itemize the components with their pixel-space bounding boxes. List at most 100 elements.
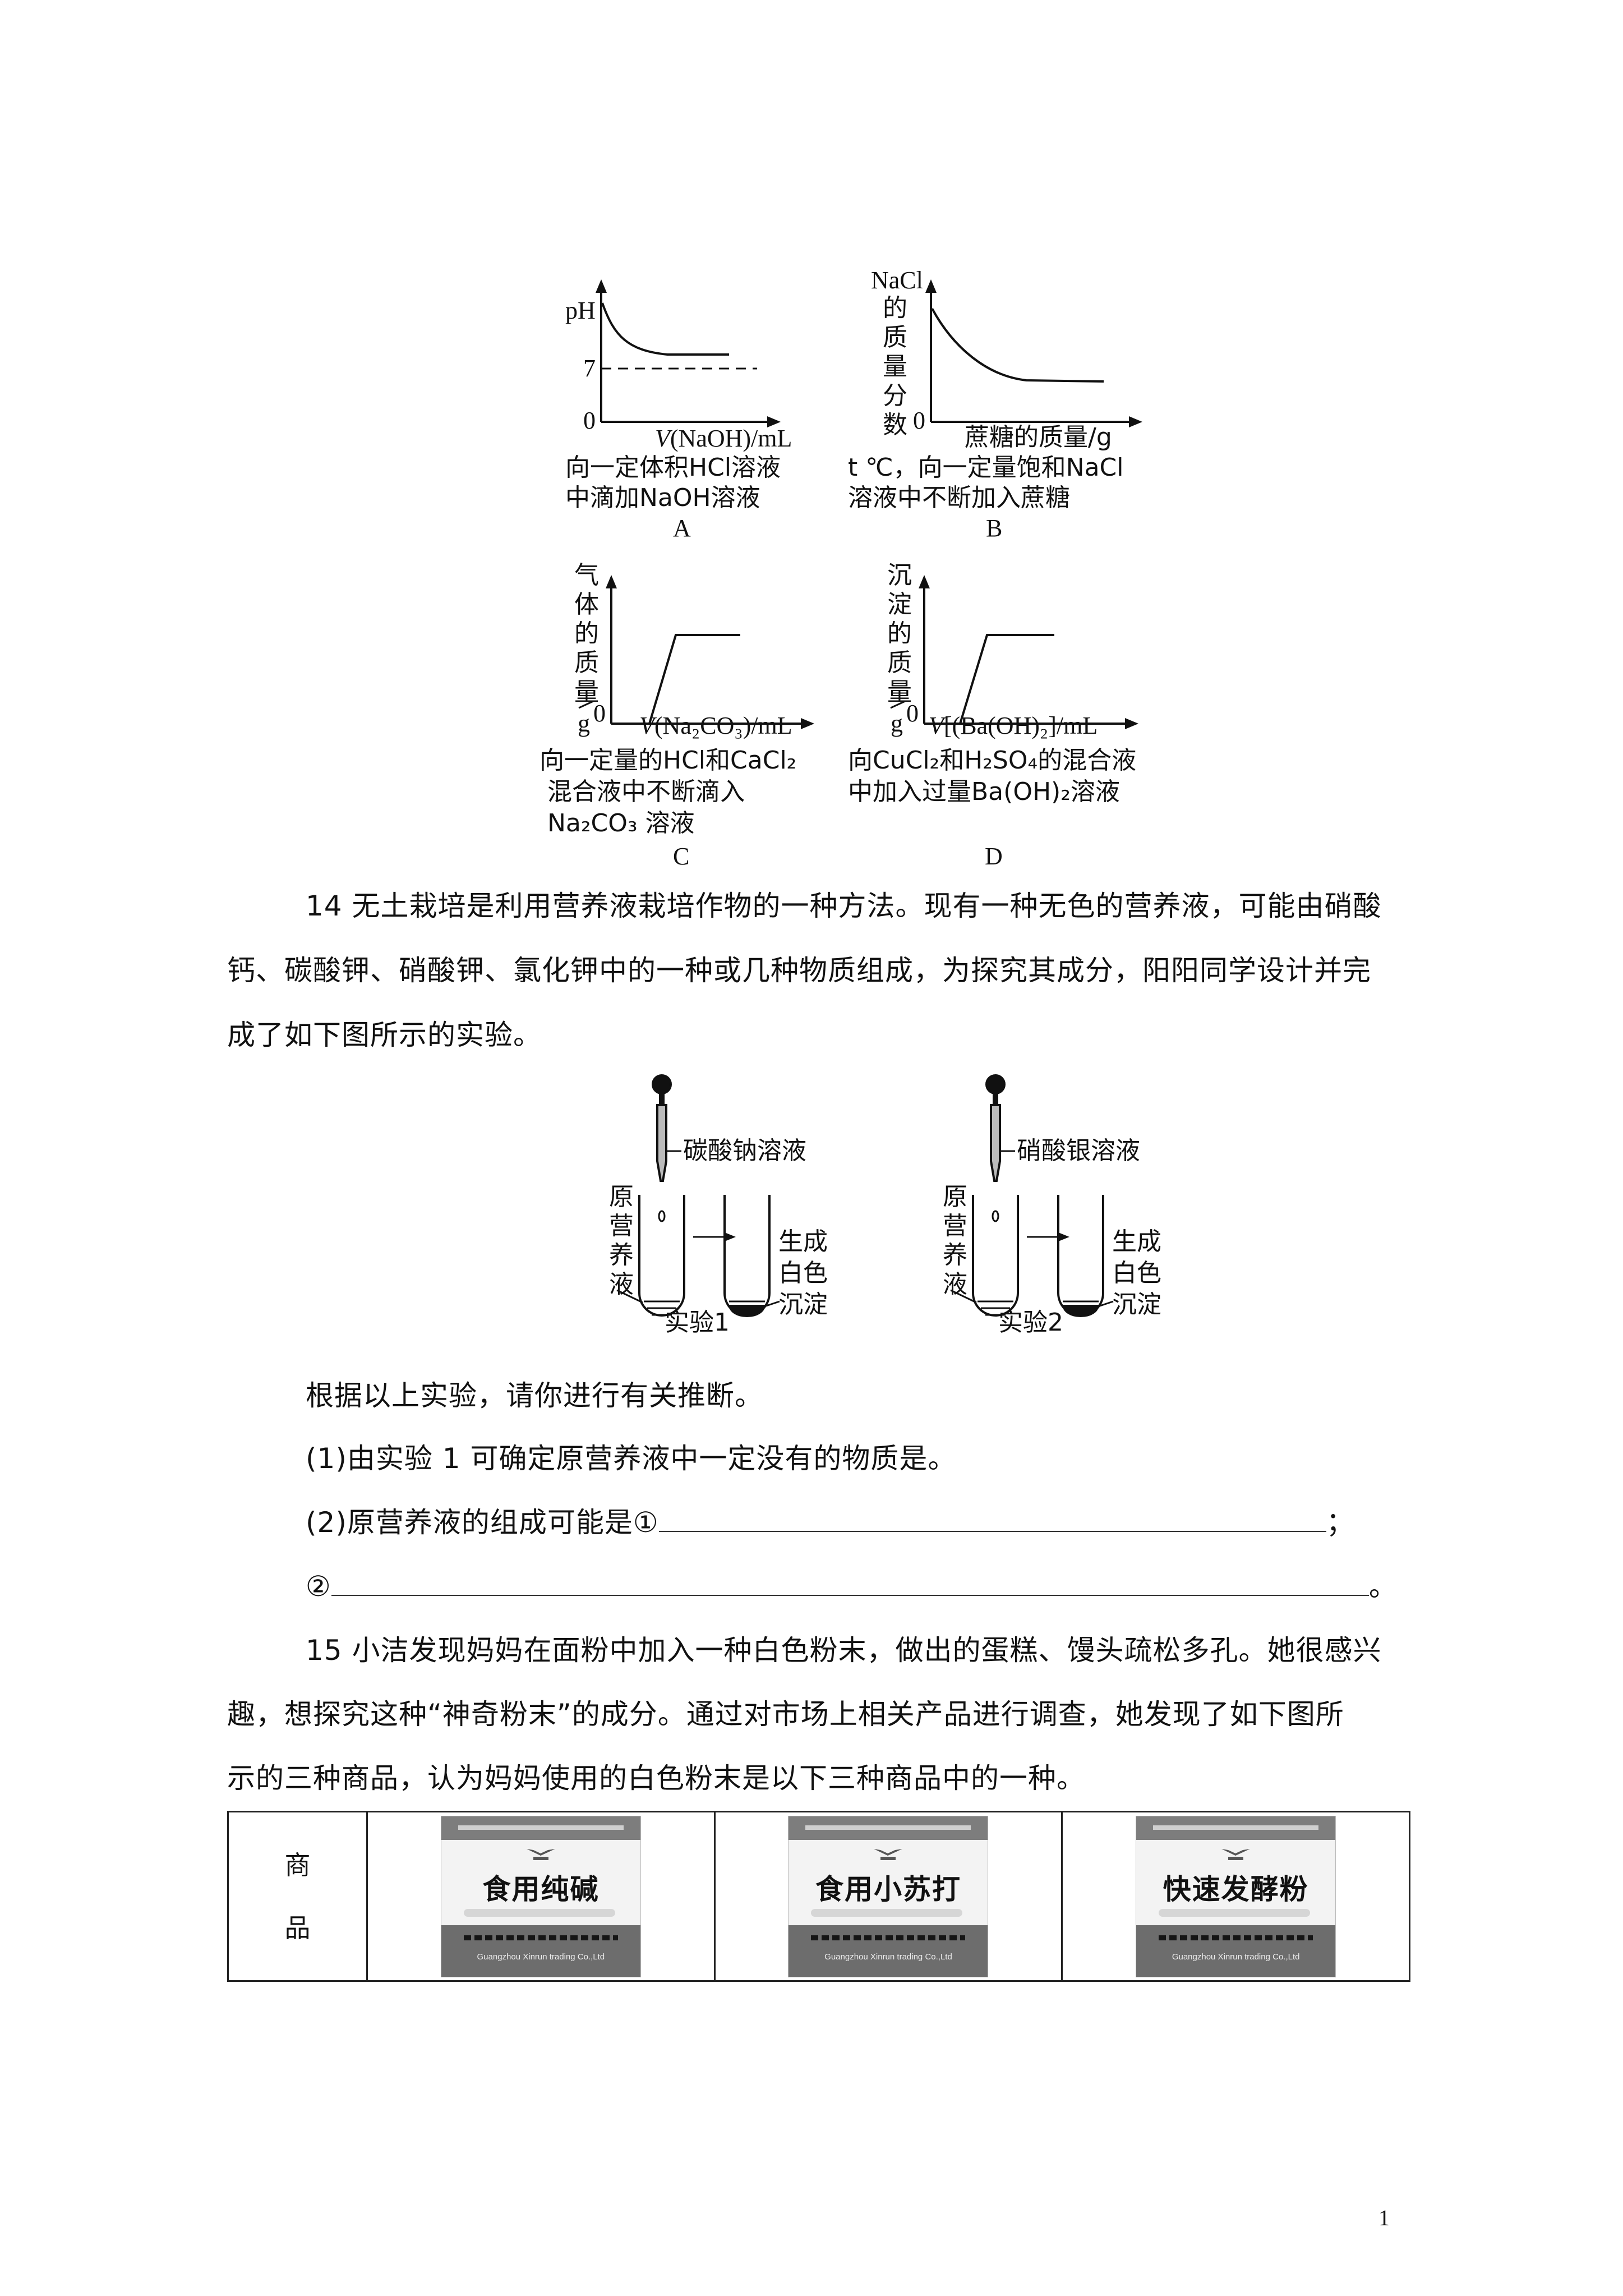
exp1-right-line: 生成 [778, 1227, 828, 1256]
package-swoosh [463, 1908, 615, 1917]
experiment-figure [616, 1074, 1114, 1317]
product-cell: 快速发酵粉 Guangzhou Xinrun trading Co.,Ltd [1061, 1811, 1410, 1982]
product-label-char: 品 [284, 1912, 311, 1943]
q14-answer-blank-1[interactable] [658, 1527, 1326, 1532]
graph-c-x-arrow [801, 718, 814, 729]
graph-d-letter: D [985, 843, 1003, 870]
q14-answer-blank-2[interactable] [331, 1591, 1369, 1596]
exp2-precipitate [1062, 1305, 1099, 1317]
package-company: Guangzhou Xinrun trading Co.,Ltd [1172, 1952, 1300, 1962]
product-package-soda: 食用纯碱 Guangzhou Xinrun trading Co.,Ltd [440, 1815, 641, 1977]
graph-b-y-arrow [925, 279, 937, 293]
exp2-left-char: 营 [943, 1212, 967, 1240]
graph-d-x-rest: [(Ba(OH)₂]/mL [943, 712, 1098, 739]
exp2-right-line: 白色 [1112, 1259, 1161, 1287]
graph-c-y-char: 的 [574, 619, 599, 648]
wings-logo-icon [1221, 1848, 1251, 1860]
graph-a-caption-2: 中滴加NaOH溶液 [565, 484, 760, 512]
graph-a-origin: 0 [583, 407, 596, 434]
exp2-precip-pointer [1099, 1300, 1114, 1307]
graph-a-x-v: V [655, 425, 670, 452]
graph-c-x-rest: (Na₂CO₃)/mL [654, 712, 792, 739]
package-footer-band: Guangzhou Xinrun trading Co.,Ltd [441, 1925, 640, 1977]
q14-line-1: 14 无土栽培是利用营养液栽培作物的一种方法。现有一种无色的营养液，可能由硝酸 [306, 890, 1382, 922]
graph-d-unit-slash [890, 700, 906, 709]
graph-c-y-arrow [606, 575, 617, 588]
graph-b-caption-1: t ℃，向一定量饱和NaCl [848, 453, 1124, 482]
graph-c-x-v: V [639, 712, 654, 739]
exp1-tube-right [723, 1195, 771, 1317]
graph-b-y-char: 质 [883, 323, 907, 352]
graph-c-letter: C [673, 843, 690, 870]
exp1-left-char: 养 [609, 1241, 634, 1269]
exp2-right-label: 生成 白色 沉淀 [1112, 1226, 1161, 1320]
graph-a-y-tick-7: 7 [583, 355, 596, 382]
graph-d-y-char: 沉 [887, 561, 912, 590]
graph-b-y-char: 的 [883, 294, 907, 323]
q14-line-2: 钙、碳酸钾、硝酸钾、氯化钾中的一种或几种物质组成，为探究其成分，阳阳同学设计并完 [227, 954, 1371, 987]
exp2-reagent-label: 硝酸银溶液 [1017, 1137, 1140, 1165]
package-footer-band: Guangzhou Xinrun trading Co.,Ltd [1136, 1925, 1336, 1977]
graph-b-y-label-top: NaCl [871, 266, 923, 294]
exp1-dropper-tube [656, 1104, 667, 1182]
exp1-dropper-bulb [652, 1074, 672, 1094]
q14-sub3-end: 。 [1368, 1570, 1398, 1603]
graph-c-y-unit: g [578, 710, 590, 737]
package-dot-strip [1159, 1935, 1313, 1940]
graph-c-y-char: 量 [574, 678, 599, 706]
package-header-text-strip [805, 1825, 971, 1830]
graph-b-letter: B [986, 514, 1003, 542]
product-package-baking-soda: 食用小苏打 Guangzhou Xinrun trading Co.,Ltd [788, 1815, 989, 1977]
wings-logo-icon [874, 1848, 903, 1860]
exp1-left-char: 营 [609, 1212, 634, 1240]
graph-b-x-label: 蔗糖的质量/g [965, 423, 1112, 452]
package-swoosh [811, 1908, 963, 1917]
exp2-left-char: 液 [943, 1270, 967, 1299]
package-header-text-strip [1153, 1825, 1319, 1830]
graph-c-y-char: 气 [574, 561, 599, 590]
graph-c-x-label: V(Na₂CO₃)/mL [639, 714, 792, 738]
q15-line-3: 示的三种商品，认为妈妈使用的白色粉末是以下三种商品中的一种。 [227, 1762, 1085, 1795]
graph-b-y-char: 数 [883, 411, 907, 439]
graph-c-caption-1: 向一定量的HCl和CaCl₂ [540, 746, 797, 775]
q14-sub2-end: ； [1326, 1506, 1355, 1539]
graph-a-y-label: pH [565, 297, 596, 324]
graph-d-x-v: V [929, 712, 944, 739]
graph-d-caption-1: 向CuCl₂和H₂SO₄的混合液 [848, 746, 1137, 775]
graph-d-y-label: 沉 淀 的 质 量 [885, 561, 914, 707]
product-name: 食用纯碱 [482, 1872, 600, 1906]
exp1-tube-left [638, 1195, 685, 1317]
exp2-dropper-neck [993, 1093, 998, 1105]
q14-sub1: (1)由实验 1 可确定原营养液中一定没有的物质是。 [306, 1442, 957, 1475]
exp1-right-line: 沉淀 [778, 1290, 828, 1319]
exp1-right-label: 生成 白色 沉淀 [778, 1226, 828, 1320]
graph-d-y-char: 量 [887, 678, 912, 706]
graph-c-caption-3: Na₂CO₃ 溶液 [540, 809, 695, 838]
package-header-text-strip [458, 1825, 624, 1830]
package-dot-strip [811, 1935, 966, 1940]
wings-logo-icon [526, 1848, 555, 1860]
exp2-caption: 实验2 [998, 1308, 1063, 1337]
exp2-label-pointer [950, 1289, 977, 1304]
exp2-arrow-head [1058, 1232, 1069, 1241]
graph-d-y-char: 质 [887, 648, 912, 677]
exp2-left-char: 原 [943, 1182, 967, 1211]
graph-d-curve [959, 634, 1054, 724]
exp2-left-char: 养 [943, 1241, 967, 1269]
package-company: Guangzhou Xinrun trading Co.,Ltd [477, 1952, 605, 1962]
exp1-drop [658, 1210, 666, 1222]
exp1-caption: 实验1 [665, 1308, 730, 1337]
product-label-char: 商 [284, 1849, 311, 1880]
graph-b-curve [931, 308, 1104, 383]
exp1-arrow-head [725, 1232, 736, 1241]
graph-d-caption-2: 中加入过量Ba(OH)₂溶液 [848, 777, 1120, 806]
product-cell: 食用小苏打 Guangzhou Xinrun trading Co.,Ltd [713, 1811, 1063, 1982]
graph-a-x-arrow [767, 416, 781, 427]
graph-d-x-label: V[(Ba(OH)₂]/mL [929, 714, 1098, 738]
exp2-right-line: 沉淀 [1112, 1290, 1161, 1319]
q14-infer: 根据以上实验，请你进行有关推断。 [306, 1379, 763, 1412]
graph-d-y-unit: g [891, 710, 903, 737]
exp1-left-label: 原 营 养 液 [607, 1182, 636, 1299]
package-header-band [1136, 1816, 1336, 1840]
q14-sub3-text: ② [306, 1570, 331, 1603]
